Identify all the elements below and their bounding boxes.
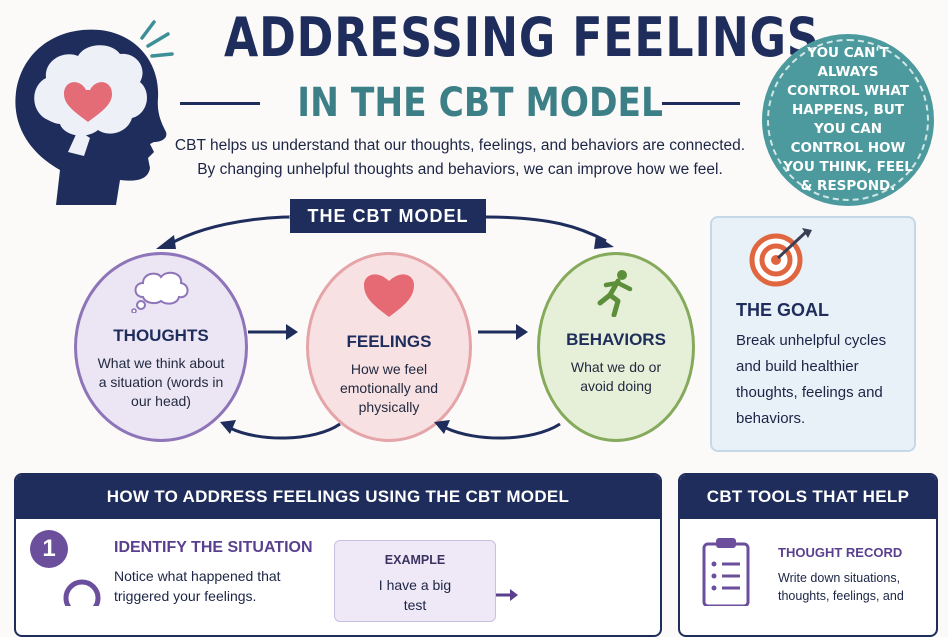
spark-lines-icon xyxy=(138,18,178,62)
goal-card xyxy=(710,216,916,452)
target-icon xyxy=(748,226,814,288)
feelings-desc: How we feel emotionally and physically xyxy=(339,361,439,415)
goal-title: THE GOAL xyxy=(736,300,829,320)
tools-heading: CBT TOOLS THAT HELP xyxy=(680,475,936,519)
page-title: ADDRESSING FEELINGS xyxy=(224,6,820,69)
arrow-feelings-to-behaviors xyxy=(476,322,530,342)
thought-bubble-icon xyxy=(129,267,193,318)
clipboard-icon xyxy=(700,536,754,608)
magnifier-icon xyxy=(60,576,104,617)
heart-icon xyxy=(362,271,416,324)
tool-text: Write down situations, thoughts, feeling… xyxy=(778,571,904,603)
intro-line-1: CBT helps us understand that our thought… xyxy=(174,137,746,154)
thoughts-desc: What we think about a situation (words i… xyxy=(97,355,225,409)
tool-title: THOUGHT RECORD xyxy=(778,545,903,560)
behaviors-desc: What we do or avoid doing xyxy=(570,359,662,394)
arrow-feelings-to-thoughts xyxy=(218,416,344,446)
intro-text: CBT helps us understand that our thought… xyxy=(150,134,770,182)
next-arrow-icon xyxy=(494,586,520,604)
page-subtitle: IN THE CBT MODEL xyxy=(297,80,663,126)
quote-badge: YOU CAN'T ALWAYS CONTROL WHAT HAPPENS, B… xyxy=(762,34,934,206)
head-brain-icon xyxy=(8,20,168,210)
feelings-title: FEELINGS xyxy=(346,332,432,351)
step-number-badge: 1 xyxy=(30,530,68,568)
subtitle-rule-right xyxy=(662,102,740,105)
intro-line-2: By changing unhelpful thoughts and behav… xyxy=(197,161,723,178)
example-label: EXAMPLE xyxy=(384,553,446,567)
behaviors-node: BEHAVIORS What we do or avoid doing xyxy=(537,252,695,442)
arrow-behaviors-to-feelings xyxy=(432,416,564,446)
subtitle-rule-left xyxy=(180,102,260,105)
quote-text: YOU CAN'T ALWAYS CONTROL WHAT HAPPENS, B… xyxy=(783,45,913,194)
how-to-heading: HOW TO ADDRESS FEELINGS USING THE CBT MO… xyxy=(16,475,660,519)
step-text: Notice what happened that triggered your… xyxy=(114,568,281,604)
feelings-node: FEELINGS How we feel emotionally and phy… xyxy=(306,252,472,442)
running-person-icon xyxy=(596,269,636,322)
model-top-arrow xyxy=(150,205,620,255)
thoughts-node: THOUGHTS What we think about a situation… xyxy=(74,252,248,442)
behaviors-title: BEHAVIORS xyxy=(566,330,666,349)
step-title: IDENTIFY THE SITUATION xyxy=(114,539,313,556)
example-text: I have a big test xyxy=(378,577,452,613)
thoughts-title: THOUGHTS xyxy=(113,326,209,345)
goal-text: Break unhelpful cycles and build healthi… xyxy=(736,332,887,427)
arrow-thoughts-to-feelings xyxy=(246,322,300,342)
cbt-model-label: THE CBT MODEL xyxy=(290,199,486,233)
example-card: EXAMPLE I have a big test xyxy=(334,540,496,622)
